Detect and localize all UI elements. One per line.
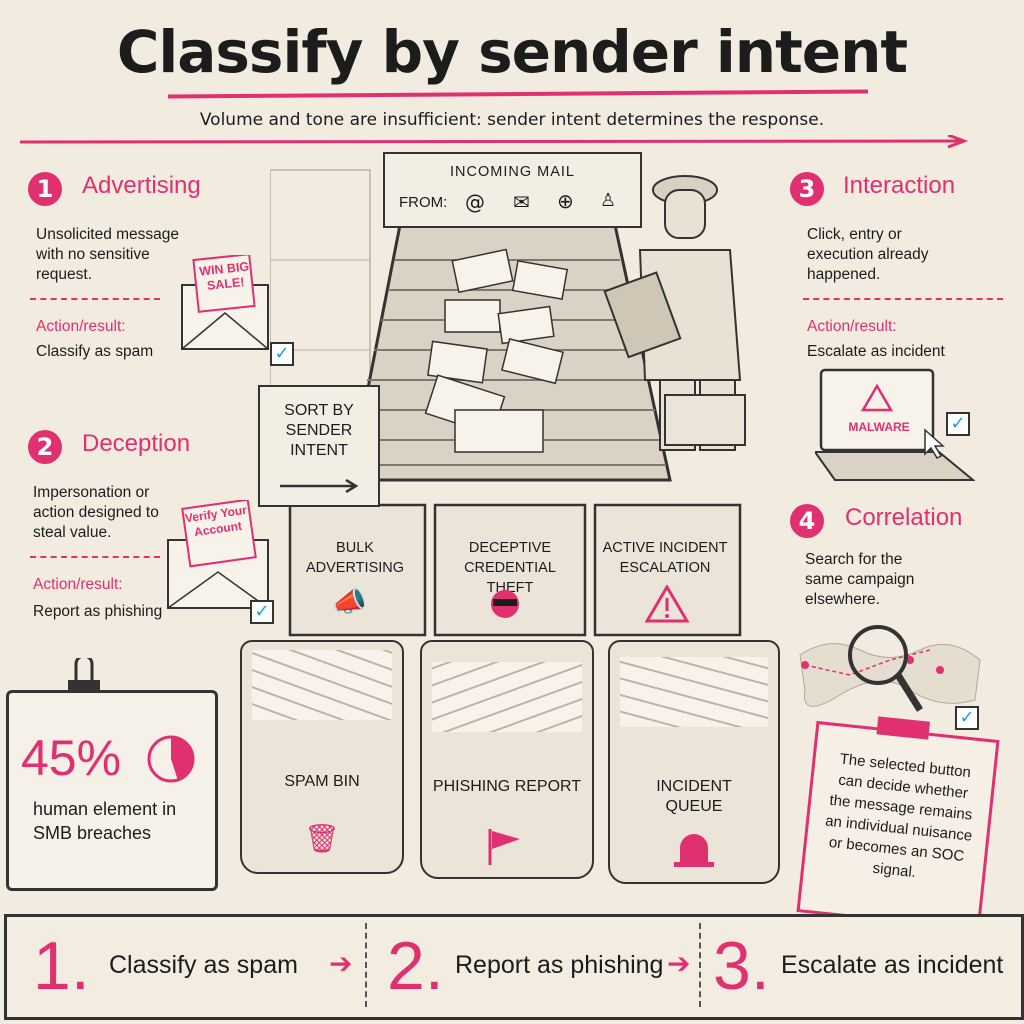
step-label-1: Classify as spam — [109, 951, 298, 979]
step-divider — [365, 923, 367, 1007]
divider — [30, 298, 160, 300]
from-label: FROM: — [399, 194, 448, 211]
sale-envelope-text: WIN BIG SALE! — [198, 259, 250, 293]
spam-bin: SPAM BIN 🗑 — [240, 640, 404, 874]
category-desc-interaction: Click, entry or execution already happen… — [807, 226, 929, 283]
sort-by-intent-sign: SORT BY SENDER INTENT — [258, 385, 380, 507]
note-card: The selected button can decide whether t… — [796, 716, 1000, 932]
stat-value: 45% — [21, 730, 122, 786]
incident-bin: INCIDENT QUEUE — [608, 640, 780, 884]
category-desc-correlation: Search for the same campaign elsewhere. — [805, 551, 915, 608]
category-desc-advertising: Unsolicited message with no sensitive re… — [36, 226, 180, 283]
stat-pie-icon — [147, 735, 195, 783]
subtitle-arrow-icon — [20, 135, 969, 149]
sale-envelope-icon — [181, 255, 269, 350]
category-title-correlation: Correlation — [845, 504, 963, 531]
divider — [30, 556, 160, 558]
step-number-2: 2. — [387, 928, 444, 1004]
bin-envelopes — [432, 662, 582, 732]
flag-icon — [488, 829, 520, 865]
malware-text: MALWARE — [848, 420, 910, 434]
stat-card: 45% human element in SMB breaches — [6, 690, 218, 891]
step-label-2: Report as phishing — [455, 951, 664, 979]
category-number-4: 4 — [790, 504, 824, 538]
arrow-right-icon: ➔ — [329, 947, 353, 980]
action-deception: Report as phishing — [33, 603, 163, 620]
at-sign-icon: @ — [465, 190, 485, 214]
user-icon: ♙ — [600, 190, 617, 211]
divider — [803, 298, 1003, 300]
category-number-2: 2 — [28, 430, 62, 464]
incoming-mail-label: INCOMING MAIL — [450, 164, 575, 180]
arrow-right-icon: ➔ — [667, 947, 691, 980]
category-desc-deception: Impersonation or action designed to stea… — [33, 484, 159, 541]
map-magnifier-icon — [799, 625, 981, 712]
category-number-3: 3 — [790, 172, 824, 206]
stat-text: human element in SMB breaches — [33, 799, 177, 843]
sort-sign-line3: INTENT — [290, 442, 348, 459]
note-text: The selected button can decide whether t… — [824, 750, 974, 882]
action-label: Action/result: — [807, 318, 897, 335]
category-title-advertising: Advertising — [82, 172, 201, 199]
chute-label-incident: ACTIVE INCIDENT ESCALATION — [602, 540, 728, 576]
title-underline — [167, 89, 869, 99]
laptop-malware-icon — [815, 368, 975, 481]
bin-label-incident: INCIDENT QUEUE — [656, 778, 732, 815]
checkbox-correlation[interactable]: ✓ — [955, 706, 979, 730]
step-label-3: Escalate as incident — [781, 951, 1004, 979]
action-advertising: Classify as spam — [36, 343, 154, 360]
globe-icon: ⊕ — [557, 189, 574, 213]
bin-label-spam: SPAM BIN — [284, 773, 360, 790]
checkbox-deception[interactable]: ✓ — [250, 600, 274, 624]
category-number-1: 1 — [28, 172, 62, 206]
step-number-3: 3. — [713, 928, 770, 1004]
step-divider — [699, 923, 701, 1007]
conveyor-illustration — [270, 169, 746, 637]
bin-label-phishing: PHISHING REPORT — [432, 778, 582, 795]
warning-icon — [645, 585, 689, 623]
masked-thief-icon — [491, 590, 519, 618]
arrow-right-icon — [280, 479, 359, 493]
action-label: Action/result: — [36, 318, 126, 335]
sort-sign-line2: SENDER — [285, 422, 353, 439]
category-title-deception: Deception — [82, 430, 191, 457]
checkbox-advertising[interactable]: ✓ — [270, 342, 294, 366]
category-title-interaction: Interaction — [843, 172, 956, 199]
steps-bar: 1. Classify as spam ➔ 2. Report as phish… — [4, 914, 1024, 1020]
step-number-1: 1. — [33, 928, 90, 1004]
action-interaction: Escalate as incident — [807, 343, 945, 360]
sort-sign-line1: SORT BY — [284, 402, 354, 419]
chute-label-advertising: BULK ADVERTISING — [305, 540, 405, 576]
incoming-mail-sign: INCOMING MAIL FROM: @ ✉ ⊕ ♙ — [383, 152, 642, 228]
phishing-bin: PHISHING REPORT — [420, 640, 594, 879]
verify-account-envelope-icon — [167, 500, 269, 609]
bin-envelopes — [620, 657, 768, 727]
envelope-icon: ✉ — [513, 190, 530, 214]
bin-envelopes — [252, 650, 392, 720]
subtitle: Volume and tone are insufficient: sender… — [199, 110, 825, 130]
trash-icon: 🗑 — [304, 822, 340, 855]
action-label: Action/result: — [33, 576, 123, 593]
megaphone-icon: 📣 — [332, 585, 367, 618]
checkbox-interaction[interactable]: ✓ — [946, 412, 970, 436]
page-title: Classify by sender intent — [116, 18, 908, 86]
siren-icon — [674, 834, 714, 867]
